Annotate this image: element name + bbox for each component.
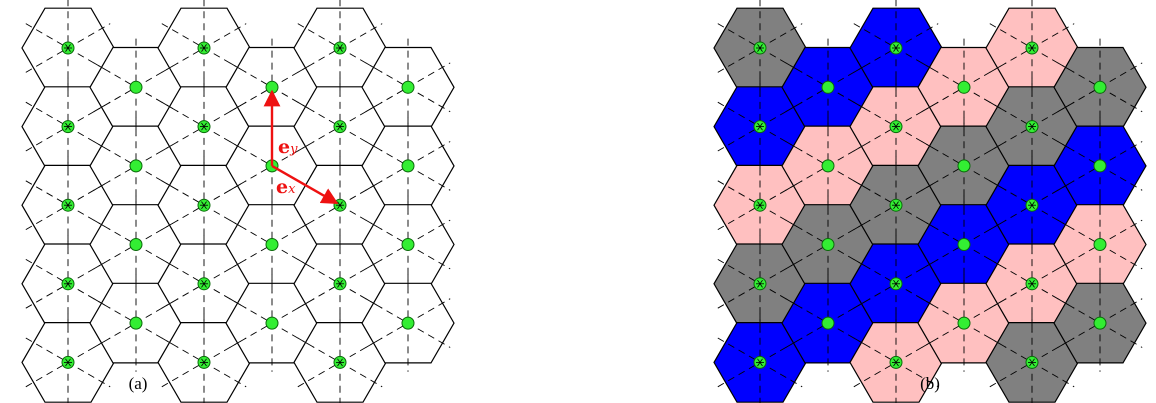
site-marker: [821, 238, 835, 251]
site-marker: [957, 159, 971, 173]
site-cross: [337, 201, 343, 210]
site-marker: [821, 159, 835, 173]
site-cross: [1029, 279, 1035, 288]
site-cross: [893, 122, 899, 131]
panel-b-colored-sublattices: [713, 0, 1147, 403]
site-cross: [1029, 44, 1035, 52]
site-cross: [65, 201, 71, 210]
site-marker: [401, 238, 415, 251]
site-marker: [265, 316, 279, 330]
site-cross: [65, 358, 71, 367]
panel-a-honeycomb-lattice: [21, 0, 455, 403]
site-cross: [337, 44, 343, 52]
site-marker: [1093, 238, 1107, 251]
site-marker: [129, 316, 143, 330]
site-cross: [757, 279, 763, 288]
site-cross: [337, 279, 343, 288]
site-marker: [401, 159, 415, 173]
site-cross: [1029, 201, 1035, 210]
site-marker: [129, 238, 143, 251]
site-cross: [893, 201, 899, 210]
site-cross: [201, 122, 207, 131]
site-marker: [129, 80, 143, 94]
site-cross: [757, 44, 763, 52]
site-cross: [201, 44, 207, 52]
site-marker: [129, 159, 143, 173]
site-cross: [337, 122, 343, 131]
site-cross: [757, 201, 763, 210]
site-marker: [1093, 316, 1107, 330]
vector-e-x-arrow: [271, 164, 339, 205]
site-cross: [893, 358, 899, 367]
site-marker: [265, 238, 279, 251]
site-marker: [957, 238, 971, 251]
site-cross: [65, 122, 71, 131]
site-marker: [1093, 159, 1107, 173]
label-e-x: ex: [276, 176, 296, 198]
site-marker: [401, 316, 415, 330]
caption-b: (b): [920, 374, 940, 393]
site-cross: [337, 358, 343, 367]
site-marker: [821, 316, 835, 330]
site-cross: [201, 279, 207, 288]
site-marker: [401, 80, 415, 94]
site-cross: [1029, 358, 1035, 367]
site-cross: [757, 358, 763, 367]
site-cross: [893, 44, 899, 52]
site-cross: [201, 358, 207, 367]
site-marker: [821, 80, 835, 94]
label-e-y: ey: [278, 136, 298, 158]
site-cross: [201, 201, 207, 210]
site-cross: [893, 279, 899, 288]
caption-a: (a): [128, 374, 148, 393]
site-cross: [65, 279, 71, 288]
site-marker: [957, 80, 971, 94]
site-cross: [1029, 122, 1035, 131]
site-cross: [757, 122, 763, 131]
site-marker: [957, 316, 971, 330]
site-marker: [1093, 80, 1107, 94]
site-cross: [65, 44, 71, 52]
